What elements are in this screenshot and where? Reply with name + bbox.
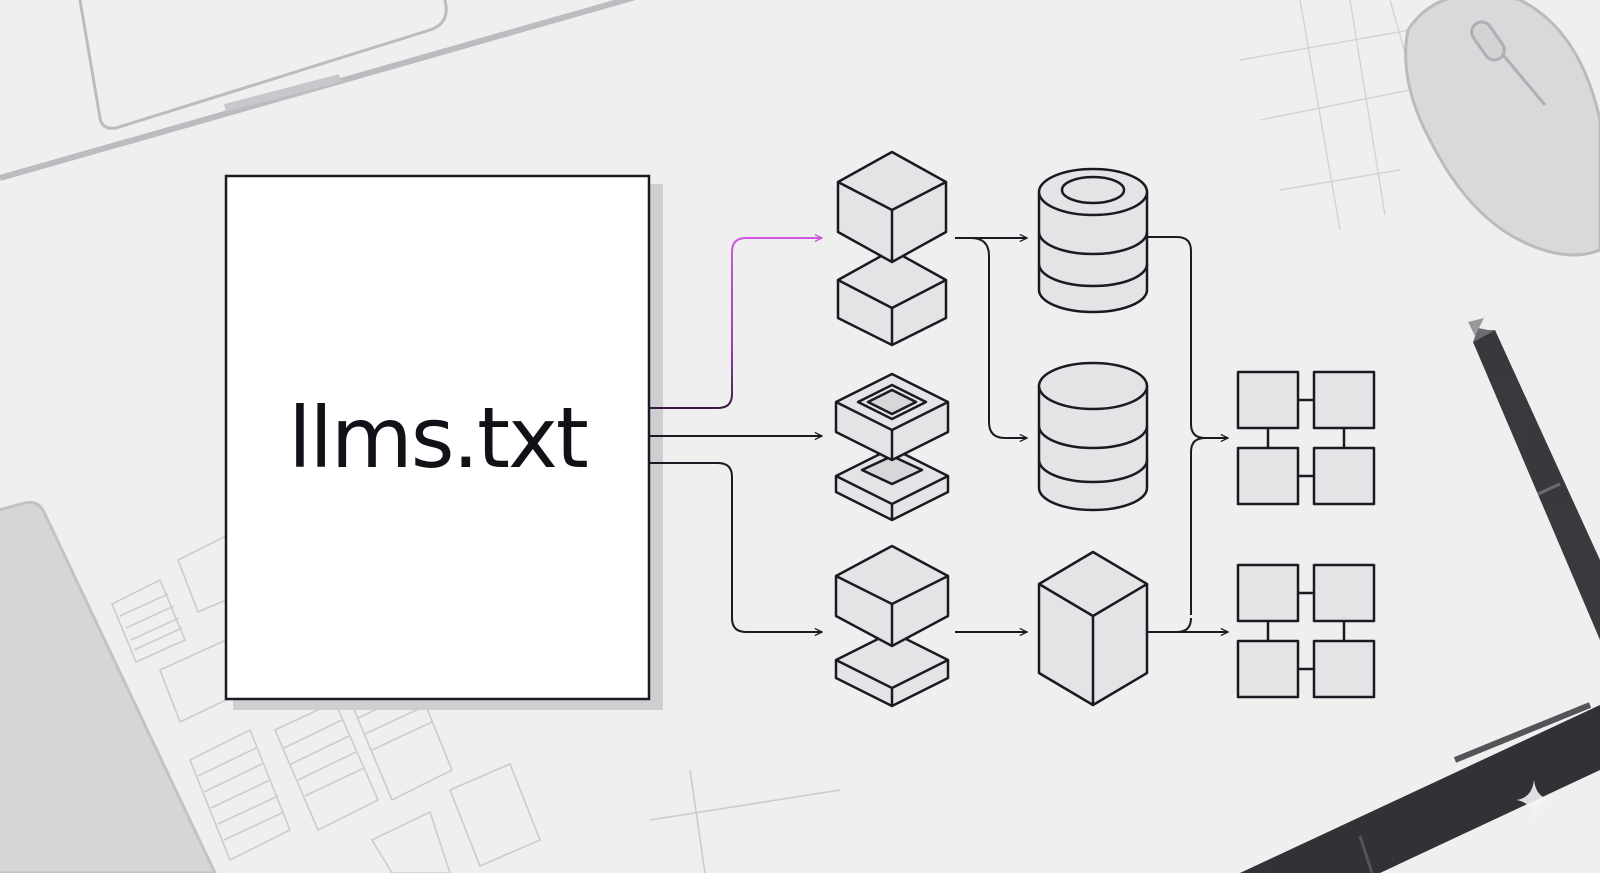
document-card — [224, 174, 651, 701]
sparkle-icon — [1516, 780, 1552, 820]
paper-grid — [1239, 0, 1411, 231]
paper-tables — [110, 534, 841, 873]
layered-tiles-middle-icon — [834, 372, 950, 522]
database-top-icon — [1037, 167, 1149, 314]
connector-doc-to-cubes-top — [649, 238, 822, 409]
grid-blocks-bottom-icon — [1236, 563, 1376, 699]
stacked-cubes-top-icon — [836, 150, 948, 347]
stacked-cubes-bottom-icon — [834, 544, 950, 708]
connector-branch-to-grid-bottom — [1176, 617, 1192, 633]
database-middle-icon — [1037, 361, 1149, 512]
tablet-illustration — [0, 500, 217, 873]
connector-cubes-to-db-middle — [970, 237, 1027, 438]
connector-doc-to-cubes-bottom — [649, 462, 822, 632]
connector-single-cube-to-grid-top — [1190, 437, 1206, 615]
document-title: llms.txt — [288, 388, 589, 487]
mouse-illustration — [1404, 0, 1600, 257]
connectors — [649, 237, 1228, 632]
laptop-illustration — [0, 0, 636, 181]
grid-blocks-top-icon — [1236, 370, 1376, 506]
pen-illustration — [1468, 318, 1600, 640]
connector-db-to-grid-top — [1148, 236, 1228, 438]
single-cube-icon — [1037, 550, 1149, 707]
pen-bottom-illustration — [1240, 702, 1600, 873]
